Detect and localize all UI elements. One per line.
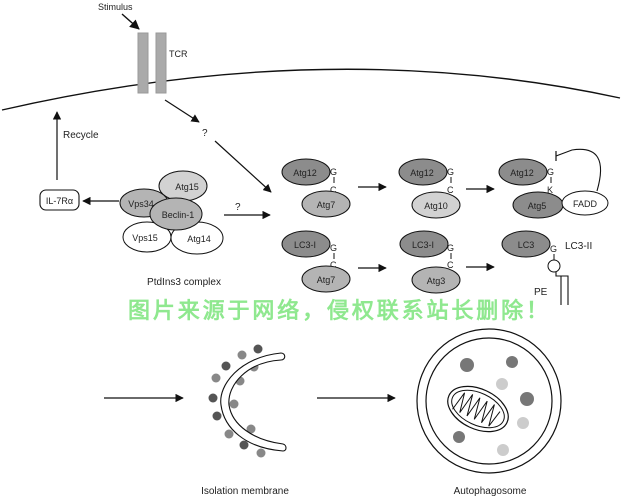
svg-text:LC3-II: LC3-II	[565, 241, 592, 252]
mitochondrion	[447, 385, 509, 433]
vps15-label: Vps15	[132, 233, 158, 243]
cargo-particle	[520, 392, 534, 406]
svg-text:K: K	[547, 185, 553, 195]
cargo-particle	[517, 417, 529, 429]
lc3-ii-pe-conjugate: LC3 G LC3-II PE	[501, 230, 592, 305]
autophagosome-label: Autophagosome	[454, 486, 527, 497]
isolation-membrane-label: Isolation membrane	[201, 486, 289, 497]
cargo-particle	[497, 444, 509, 456]
svg-text:C: C	[330, 260, 337, 270]
atg12-atg5-fadd-complex: Atg12 G K Atg5 FADD	[498, 148, 609, 219]
tcr-bar-right	[155, 32, 167, 94]
svg-text:G: G	[550, 244, 557, 254]
svg-text:Atg5: Atg5	[528, 201, 547, 211]
cargo-particle	[496, 378, 508, 390]
watermark-text: 图片来源于网络，侵权联系站长删除！	[128, 298, 548, 324]
svg-text:LC3-I: LC3-I	[294, 240, 316, 250]
svg-text:LC3: LC3	[518, 240, 535, 250]
svg-text:G: G	[447, 167, 454, 177]
svg-text:LC3-I: LC3-I	[412, 240, 434, 250]
recycle-label: Recycle	[63, 130, 99, 141]
svg-text:Atg7: Atg7	[317, 275, 336, 285]
svg-text:C: C	[447, 260, 454, 270]
svg-text:Atg12: Atg12	[510, 168, 534, 178]
atg14-label: Atg14	[187, 234, 211, 244]
cell-membrane	[1, 68, 621, 111]
svg-text:G: G	[447, 243, 454, 253]
cargo-particle	[506, 356, 518, 368]
svg-text:G: G	[330, 167, 337, 177]
svg-text:Atg12: Atg12	[293, 168, 317, 178]
tcr-bar-left	[137, 32, 149, 94]
to-atg-arrow-1	[214, 140, 272, 193]
il7ra-box	[39, 189, 80, 211]
stimulus-label: Stimulus	[98, 2, 133, 12]
beclin1-subunit	[149, 197, 203, 231]
lc3-atg3-conjugate: LC3-I G C Atg3	[399, 230, 461, 294]
svg-text:Atg7: Atg7	[317, 200, 336, 210]
unknown-mark-1: ?	[202, 128, 208, 139]
svg-text:FADD: FADD	[573, 199, 598, 209]
autophagosome	[416, 328, 562, 474]
complex-caption: PtdIns3 complex	[147, 277, 221, 288]
lc3-atg7-conjugate: LC3-I G C Atg7	[281, 230, 351, 293]
cargo-particle	[460, 358, 474, 372]
svg-text:G: G	[547, 167, 554, 177]
vps34-label: Vps34	[128, 199, 154, 209]
atg12-atg7-conjugate: Atg12 G C Atg7	[281, 158, 351, 218]
svg-text:C: C	[447, 185, 454, 195]
stimulus-arrow	[121, 13, 140, 30]
tcr-label: TCR	[169, 49, 188, 59]
svg-text:C: C	[330, 185, 337, 195]
ptdins3-complex: Atg15 Vps34 Beclin-1 Vps15 Atg14	[119, 170, 224, 255]
svg-text:G: G	[330, 243, 337, 253]
cargo-particle	[453, 431, 465, 443]
il7ra-label: IL-7Rα	[46, 196, 73, 206]
svg-text:PE: PE	[534, 287, 548, 298]
atg15-label: Atg15	[175, 182, 199, 192]
unknown-mark-2: ?	[235, 202, 241, 213]
tcr-signal-arrow	[164, 99, 200, 123]
atg12-atg10-conjugate: Atg12 G C Atg10	[398, 158, 461, 219]
svg-text:Atg12: Atg12	[410, 168, 434, 178]
svg-text:Atg3: Atg3	[427, 276, 446, 286]
isolation-membrane	[208, 344, 287, 458]
svg-text:Atg10: Atg10	[424, 201, 448, 211]
beclin1-label: Beclin-1	[162, 210, 195, 220]
